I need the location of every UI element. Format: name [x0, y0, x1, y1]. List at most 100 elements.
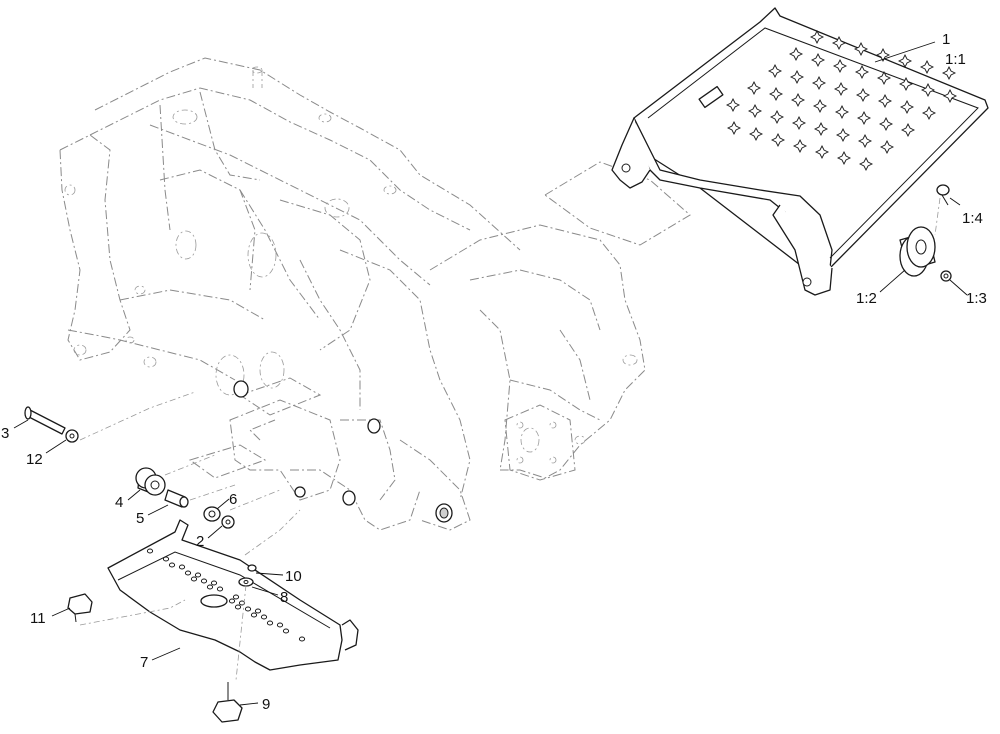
- grip-star: [726, 120, 742, 136]
- alignment-lines: [79, 197, 941, 681]
- grip-star: [855, 87, 871, 103]
- plate-hole: [162, 556, 170, 562]
- plate-hole: [178, 564, 186, 570]
- skid-plate: [107, 519, 359, 671]
- callout-9: 9: [262, 696, 270, 713]
- bolt-3: [24, 406, 66, 435]
- grip-star: [854, 64, 870, 80]
- callout-10: 10: [285, 568, 302, 585]
- foot-rest-plate: [611, 7, 989, 296]
- grip-star: [858, 156, 874, 172]
- plate-hole: [210, 580, 218, 586]
- clip-11: [67, 593, 93, 623]
- callout-1-2: 1:2: [856, 290, 877, 307]
- grip-star: [835, 127, 851, 143]
- grip-star: [791, 115, 807, 131]
- plate-hole: [298, 636, 306, 642]
- callout-5: 5: [136, 510, 144, 527]
- nut-1-3: [940, 270, 952, 282]
- main-frame-ghost: [59, 57, 691, 531]
- grip-star: [857, 133, 873, 149]
- plate-hole: [232, 594, 240, 600]
- plate-hole: [234, 604, 242, 610]
- grip-star: [747, 103, 763, 119]
- grip-star: [899, 99, 915, 115]
- plate-hole: [206, 584, 214, 590]
- washer-12: [65, 429, 79, 443]
- callout-1: 1: [942, 31, 950, 48]
- grip-star: [876, 70, 892, 86]
- plate-hole: [282, 628, 290, 634]
- grip-star: [812, 98, 828, 114]
- plate-hole: [168, 562, 176, 568]
- nut-2: [221, 515, 235, 529]
- grip-star: [725, 97, 741, 113]
- grip-star: [856, 110, 872, 126]
- grip-star: [834, 104, 850, 120]
- plate-hole: [216, 586, 224, 592]
- grip-star: [769, 109, 785, 125]
- grip-star: [814, 144, 830, 160]
- grip-star: [919, 59, 935, 75]
- callout-11: 11: [30, 610, 46, 627]
- grip-star: [900, 122, 916, 138]
- grip-star: [921, 105, 937, 121]
- grip-star: [832, 58, 848, 74]
- callout-2: 2: [196, 533, 204, 550]
- grip-star: [853, 41, 869, 57]
- callout-3: 3: [1, 425, 9, 442]
- grip-pattern: [725, 29, 958, 172]
- grip-star: [790, 92, 806, 108]
- plate-hole: [250, 612, 258, 618]
- plate-hole: [228, 598, 236, 604]
- knob-9: [212, 682, 243, 723]
- plate-hole: [146, 548, 154, 554]
- plate-hole: [194, 572, 202, 578]
- grip-star: [877, 93, 893, 109]
- grip-star: [748, 126, 764, 142]
- plate-hole: [266, 620, 274, 626]
- spacer-5: [164, 489, 189, 508]
- callout-4: 4: [115, 494, 123, 511]
- grip-star: [878, 116, 894, 132]
- grip-star: [811, 75, 827, 91]
- callout-labels: 1 1:1 1:4 1:2 1:3 3 12 4 5 6 2 10 8 11 7…: [1, 31, 987, 713]
- plate-hole: [184, 570, 192, 576]
- plate-hole: [244, 606, 252, 612]
- grip-star: [898, 76, 914, 92]
- callout-1-4: 1:4: [962, 210, 983, 227]
- callout-6: 6: [229, 491, 237, 508]
- bushing-6: [203, 506, 221, 522]
- grip-star: [767, 63, 783, 79]
- grip-star: [833, 81, 849, 97]
- plate-hole: [238, 600, 246, 606]
- plate-hole: [260, 614, 268, 620]
- grip-star: [768, 86, 784, 102]
- grip-star: [920, 82, 936, 98]
- grip-star: [897, 53, 913, 69]
- grip-star: [836, 150, 852, 166]
- leader-lines: [13, 41, 968, 706]
- callout-12: 12: [26, 451, 43, 468]
- bushing-1-2: [899, 226, 936, 277]
- grip-star: [942, 88, 958, 104]
- grip-star: [788, 46, 804, 62]
- grip-star: [831, 35, 847, 51]
- callout-8: 8: [280, 589, 288, 606]
- callout-1-3: 1:3: [966, 290, 987, 307]
- callout-1-1: 1:1: [945, 51, 966, 68]
- bushing-4: [135, 467, 166, 496]
- grip-star: [746, 80, 762, 96]
- plate-hole: [276, 622, 284, 628]
- grip-star: [813, 121, 829, 137]
- callout-7: 7: [140, 654, 148, 671]
- pin-1-4: [936, 184, 950, 206]
- grip-star: [809, 29, 825, 45]
- plate-hole: [200, 578, 208, 584]
- grip-star: [810, 52, 826, 68]
- grip-star: [789, 69, 805, 85]
- plate-hole: [190, 576, 198, 582]
- grip-star: [792, 138, 808, 154]
